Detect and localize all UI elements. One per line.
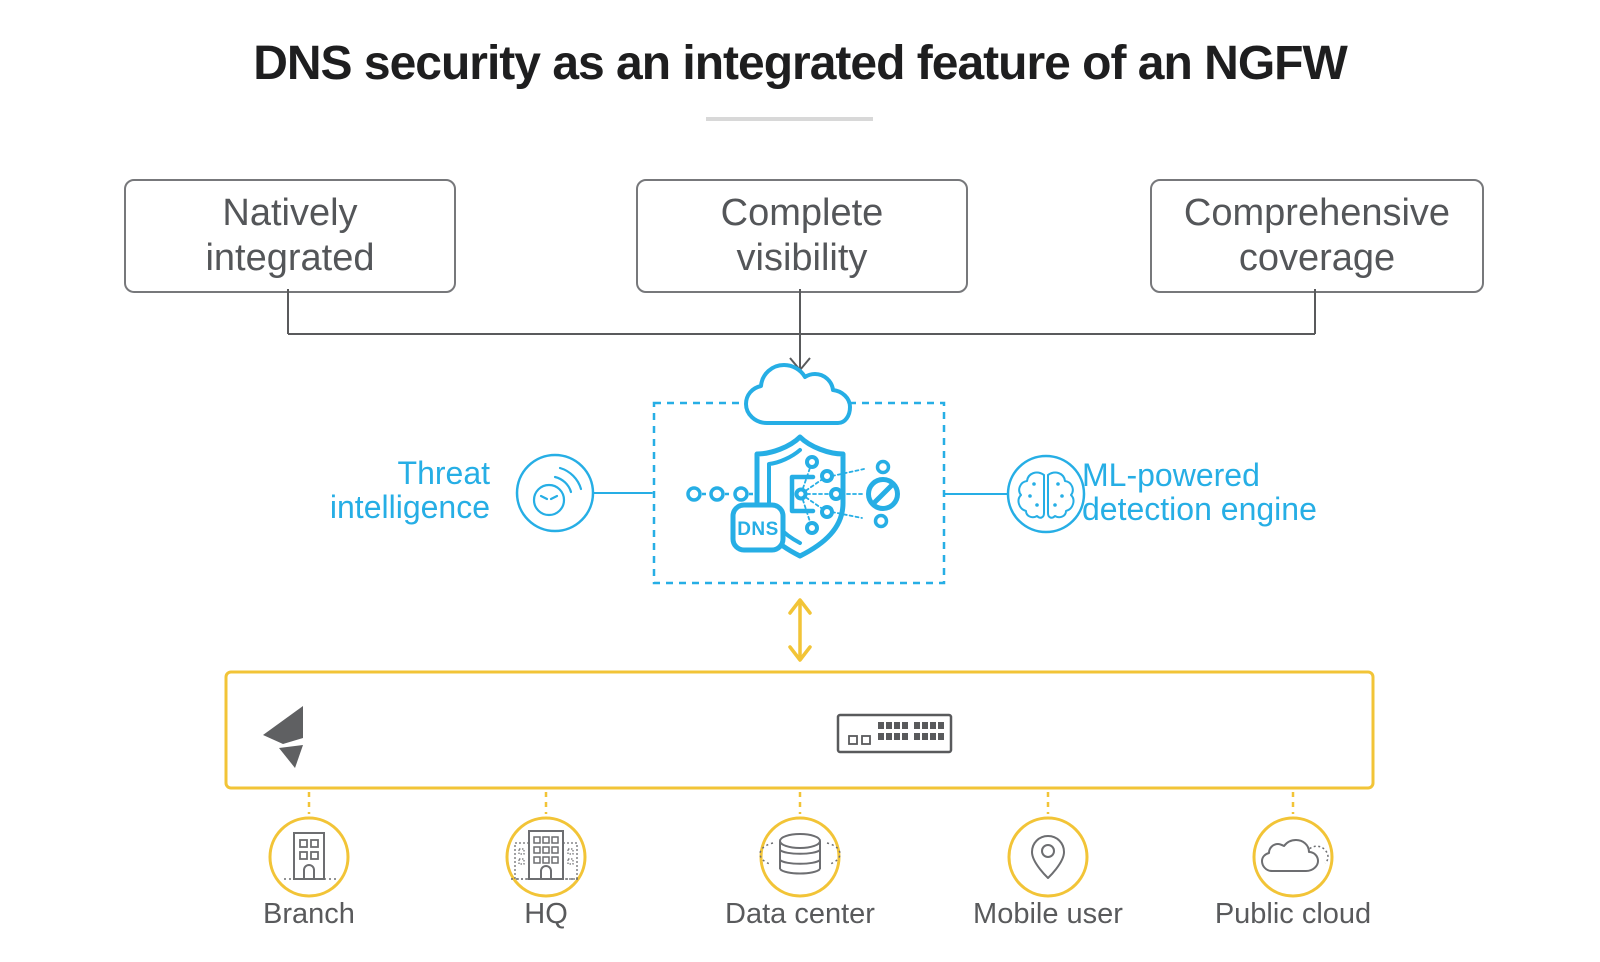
- location-pin-icon: [1031, 835, 1065, 879]
- threat-face-icon: [515, 453, 653, 533]
- cloud-icon: [744, 363, 852, 425]
- page-title: DNS security as an integrated feature of…: [253, 37, 1348, 90]
- dns-badge-label: DNS: [737, 519, 779, 540]
- feature-box-complete-visibility: Complete visibility: [636, 179, 968, 293]
- feature-box-label: Complete visibility: [720, 192, 884, 279]
- title-divider: [706, 117, 873, 121]
- prisma-access-subtitle: SASE: [343, 735, 426, 770]
- feature-box-natively-integrated: Natively integrated: [124, 179, 456, 293]
- ngfw-subtitle: (Hardware, VM, CN): [995, 733, 1276, 768]
- feature-box-label: Natively integrated: [205, 192, 375, 279]
- flow-arrow-icon: [788, 598, 812, 662]
- public-cloud-icon: [1261, 839, 1329, 872]
- branch-building-icon: [284, 832, 336, 880]
- deployment-label-public-cloud: Public cloud: [1214, 898, 1372, 930]
- firewall-appliance-icon: [836, 713, 953, 754]
- threat-intelligence-label: Threat intelligence: [329, 455, 490, 525]
- connector-tree: [287, 289, 1316, 372]
- feature-box-label: Comprehensive coverage: [1183, 192, 1451, 279]
- deployment-label-branch: Branch: [263, 898, 355, 930]
- dns-request-chain: [686, 486, 760, 502]
- database-icon: [759, 833, 841, 875]
- blocked-threat-icon: [866, 459, 900, 529]
- dns-security-boundary: [652, 401, 946, 585]
- brain-icon: [943, 454, 1086, 534]
- shield-dns-icon: DNS: [730, 434, 865, 559]
- feature-box-comprehensive-coverage: Comprehensive coverage: [1150, 179, 1484, 293]
- deployment-label-hq: HQ: [524, 898, 568, 930]
- ml-detection-label: ML-powered detection engine: [1082, 457, 1317, 527]
- deployment-label-mobile-user: Mobile user: [973, 898, 1123, 930]
- hq-building-icon: [511, 830, 581, 880]
- deployment-label-data-center: Data center: [725, 898, 875, 930]
- arrow-down-icon: [789, 357, 811, 372]
- prisma-logo: [263, 706, 303, 768]
- ngfw-title: NGFW: [995, 692, 1099, 730]
- deployment-links: [307, 792, 1295, 814]
- prisma-access-title: Prisma access: [343, 694, 580, 732]
- deployment-circles: [268, 816, 1334, 898]
